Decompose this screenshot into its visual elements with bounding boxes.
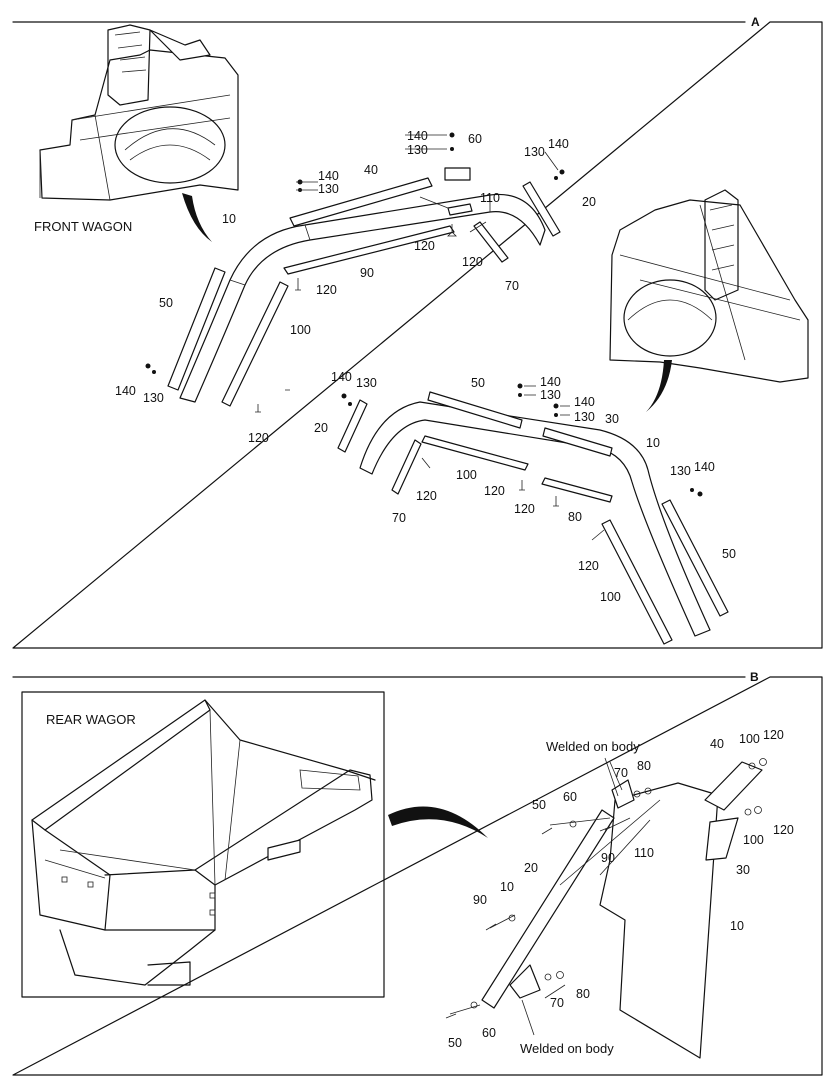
label-a-140-top: 140: [407, 129, 428, 143]
label-a-120-lower-left: 120: [416, 489, 437, 503]
label-b-70-bottom: 70: [550, 996, 564, 1010]
label-a-40: 40: [364, 163, 378, 177]
label-a-100-bottom: 100: [600, 590, 621, 604]
label-b-80-top: 80: [637, 759, 651, 773]
panel-b-tag: B: [750, 670, 759, 684]
upper-fender-assembly: [145, 132, 565, 413]
rear-wagon-context-illustration: [609, 189, 809, 412]
label-a-140-left: 140: [318, 169, 339, 183]
label-a-130-right: 130: [524, 145, 545, 159]
label-a-100-upper: 100: [290, 323, 311, 337]
label-b-100-right: 100: [743, 833, 764, 847]
label-b-120-right: 120: [773, 823, 794, 837]
label-b-60-top: 60: [563, 790, 577, 804]
label-a-130-left: 130: [318, 182, 339, 196]
label-a-20-upper: 20: [582, 195, 596, 209]
label-a-140-lower-mid: 140: [540, 375, 561, 389]
label-b-110: 110: [634, 846, 654, 860]
label-a-140-right: 140: [548, 137, 569, 151]
label-b-60-bottom: 60: [482, 1026, 496, 1040]
panel-b: B REAR WAGOR: [12, 670, 823, 1076]
label-a-90: 90: [360, 266, 374, 280]
label-a-120-upper: 120: [316, 283, 337, 297]
caption-welded-bottom: Welded on body: [520, 1041, 614, 1056]
label-a-80: 80: [568, 510, 582, 524]
caption-front-wagon: FRONT WAGON: [34, 219, 132, 234]
caption-welded-top: Welded on body: [546, 739, 640, 754]
panel-a: A FRONT WAGON: [12, 15, 823, 649]
front-wagon-illustration: [39, 24, 239, 242]
rear-wagon-inset: [21, 691, 385, 998]
label-a-120-right: 120: [462, 255, 483, 269]
label-a-140-lower-left: 140: [331, 370, 352, 384]
label-a-50-upper: 50: [159, 296, 173, 310]
label-a-140-lower-right: 140: [574, 395, 595, 409]
label-a-120-lower-mid: 120: [484, 484, 505, 498]
label-b-40: 40: [710, 737, 724, 751]
label-a-130-bottom-left: 130: [143, 391, 164, 405]
label-a-100-lower-mid: 100: [456, 468, 477, 482]
label-a-30: 30: [605, 412, 619, 426]
label-b-50-top: 50: [532, 798, 546, 812]
lower-fender-assembly: [337, 383, 729, 645]
label-a-60: 60: [468, 132, 482, 146]
label-a-110: 110: [480, 191, 500, 205]
label-b-90-top: 90: [601, 851, 615, 865]
label-a-140-far-right: 140: [694, 460, 715, 474]
label-a-120-mid: 120: [414, 239, 435, 253]
label-b-30: 30: [736, 863, 750, 877]
label-a-130-lower-mid: 130: [540, 388, 561, 402]
label-b-10-washer: 10: [500, 880, 514, 894]
label-a-120-lower-right: 120: [514, 502, 535, 516]
label-b-10-flap: 10: [730, 919, 744, 933]
label-a-130-far-right: 130: [670, 464, 691, 478]
label-a-50-lower: 50: [471, 376, 485, 390]
label-b-100-top: 100: [739, 732, 760, 746]
panel-a-tag: A: [751, 15, 760, 29]
caption-rear-wagon: REAR WAGOR: [46, 712, 136, 727]
label-b-70-top: 70: [614, 766, 628, 780]
label-a-70-upper: 70: [505, 279, 519, 293]
detail-arrow-a-left: [182, 193, 212, 242]
label-a-130-top: 130: [407, 143, 428, 157]
mudflap-assembly: [445, 757, 767, 1059]
label-b-20: 20: [524, 861, 538, 875]
label-a-120-bottom-left: 120: [248, 431, 269, 445]
label-b-90-left: 90: [473, 893, 487, 907]
label-a-140-bottom-left: 140: [115, 384, 136, 398]
label-a-20-lower: 20: [314, 421, 328, 435]
label-a-130-lower-right: 130: [574, 410, 595, 424]
label-a-70-lower: 70: [392, 511, 406, 525]
label-b-50-bottom: 50: [448, 1036, 462, 1050]
label-a-120-bottom: 120: [578, 559, 599, 573]
detail-arrow-b: [388, 806, 488, 838]
rear-wagon-illustration: [31, 699, 376, 986]
label-a-10-upper: 10: [222, 212, 236, 226]
detail-arrow-a-right: [646, 360, 672, 412]
label-a-130-lower-left: 130: [356, 376, 377, 390]
label-a-10-lower: 10: [646, 436, 660, 450]
label-b-80-bottom: 80: [576, 987, 590, 1001]
label-b-120-top: 120: [763, 728, 784, 742]
label-a-50-far-right: 50: [722, 547, 736, 561]
